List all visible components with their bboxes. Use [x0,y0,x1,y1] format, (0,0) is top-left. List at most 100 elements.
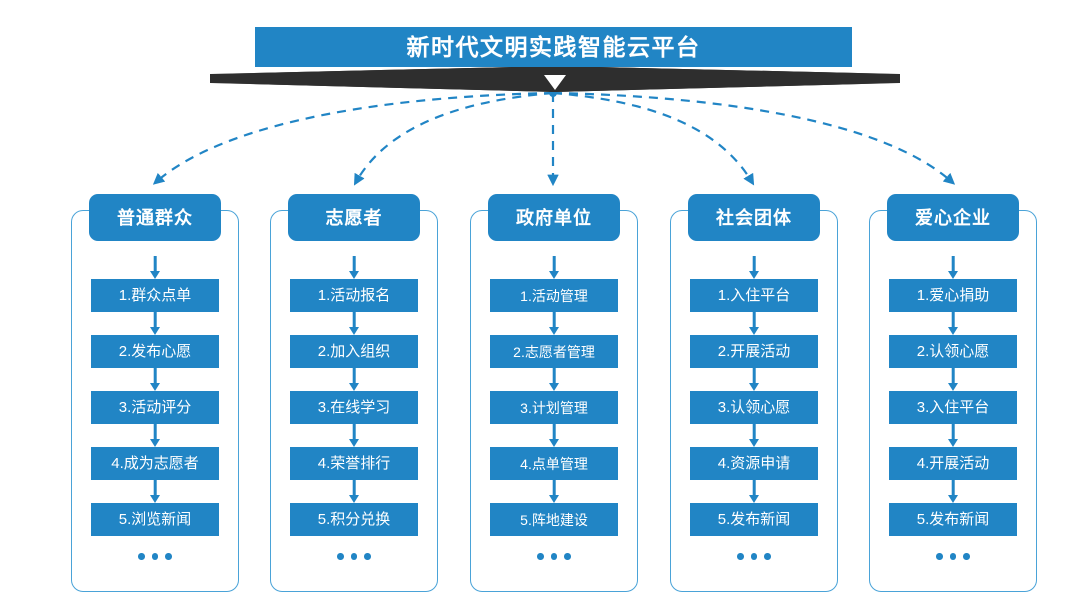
step-box[interactable]: 3.认领心愿 [690,391,818,424]
step-label: 4.开展活动 [916,455,990,472]
flow-arrow-icon [748,368,761,391]
step-label: 2.发布心愿 [118,343,192,360]
step-box[interactable]: 4.资源申请 [690,447,818,480]
step-box[interactable]: 3.入住平台 [889,391,1017,424]
step-box[interactable]: 1.活动管理 [490,279,618,312]
column-header-1[interactable]: 普通群众 [89,194,221,241]
step-label: 3.认领心愿 [717,399,791,416]
flow-arrow-icon [548,480,561,503]
step-box[interactable]: 2.加入组织 [290,335,418,368]
more-items-ellipsis [138,553,172,560]
step-box[interactable]: 3.计划管理 [490,391,618,424]
role-column-社会团体[interactable]: 社会团体 1.入住平台 2.开展活动 3.认领心愿 4.资源申请 5.发布新闻 [670,194,838,592]
column-header-4[interactable]: 社会团体 [688,194,820,241]
connector-to-column-1 [152,91,554,185]
flow-arrow-icon [748,424,761,447]
flow-arrow-icon [348,480,361,503]
more-items-ellipsis [737,553,771,560]
connector-to-column-4 [552,91,755,186]
step-box[interactable]: 3.在线学习 [290,391,418,424]
column-header-3[interactable]: 政府单位 [488,194,620,241]
step-box[interactable]: 2.志愿者管理 [490,335,618,368]
banner-shadow-shape [210,66,900,92]
page-title: 新时代文明实践智能云平台 [406,33,701,60]
flow-arrow-icon [149,368,162,391]
chevron-down-icon [544,75,566,90]
step-label: 5.积分兑换 [317,511,391,528]
step-label: 4.资源申请 [717,455,791,472]
step-box[interactable]: 5.积分兑换 [290,503,418,536]
column-body-4: 1.入住平台 2.开展活动 3.认领心愿 4.资源申请 5.发布新闻 [671,256,837,560]
flow-arrow-icon [149,424,162,447]
step-label: 5.阵地建设 [520,511,588,528]
step-box[interactable]: 2.开展活动 [690,335,818,368]
more-items-ellipsis [337,553,371,560]
step-box[interactable]: 5.发布新闻 [889,503,1017,536]
column-header-label: 普通群众 [117,207,193,228]
step-label: 2.认领心愿 [916,343,990,360]
step-box[interactable]: 1.群众点单 [91,279,219,312]
connector-to-column-5 [552,91,956,185]
platform-title-banner: 新时代文明实践智能云平台 [255,27,852,67]
flow-arrow-icon [348,312,361,335]
step-label: 5.浏览新闻 [118,511,192,528]
flow-arrow-icon [947,424,960,447]
role-column-政府单位[interactable]: 政府单位 1.活动管理 2.志愿者管理 3.计划管理 4.点单管理 5.阵地建设 [470,194,638,592]
step-box[interactable]: 3.活动评分 [91,391,219,424]
step-box[interactable]: 1.爱心捐助 [889,279,1017,312]
step-label: 4.点单管理 [520,455,588,472]
step-label: 3.计划管理 [520,399,588,416]
step-box[interactable]: 4.荣誉排行 [290,447,418,480]
step-label: 3.活动评分 [118,399,192,416]
step-box[interactable]: 4.成为志愿者 [91,447,219,480]
step-label: 5.发布新闻 [916,511,990,528]
step-label: 1.活动报名 [317,287,391,304]
flow-arrow-icon [947,256,960,279]
step-label: 2.开展活动 [717,343,791,360]
column-header-5[interactable]: 爱心企业 [887,194,1019,241]
step-box[interactable]: 1.入住平台 [690,279,818,312]
role-column-志愿者[interactable]: 志愿者 1.活动报名 2.加入组织 3.在线学习 4.荣誉排行 5.积分兑换 [270,194,438,592]
column-body-3: 1.活动管理 2.志愿者管理 3.计划管理 4.点单管理 5.阵地建设 [471,256,637,560]
step-label: 1.群众点单 [118,287,192,304]
connector-hub [549,89,557,97]
flow-arrow-icon [748,256,761,279]
step-label: 2.志愿者管理 [513,343,595,360]
column-header-label: 志愿者 [325,207,383,228]
step-box[interactable]: 5.浏览新闻 [91,503,219,536]
step-label: 5.发布新闻 [717,511,791,528]
flow-arrow-icon [748,312,761,335]
step-label: 1.爱心捐助 [916,287,990,304]
column-body-5: 1.爱心捐助 2.认领心愿 3.入住平台 4.开展活动 5.发布新闻 [870,256,1036,560]
flow-arrow-icon [947,480,960,503]
step-box[interactable]: 2.认领心愿 [889,335,1017,368]
step-label: 1.入住平台 [717,287,791,304]
step-box[interactable]: 5.阵地建设 [490,503,618,536]
flow-arrow-icon [548,368,561,391]
step-box[interactable]: 1.活动报名 [290,279,418,312]
column-header-label: 爱心企业 [915,207,991,228]
step-label: 1.活动管理 [520,287,588,304]
flow-arrow-icon [149,312,162,335]
more-items-ellipsis [537,553,571,560]
flow-arrow-icon [348,368,361,391]
step-box[interactable]: 4.点单管理 [490,447,618,480]
flow-arrow-icon [348,424,361,447]
step-label: 4.成为志愿者 [111,455,199,472]
step-label: 2.加入组织 [317,343,391,360]
flow-arrow-icon [548,424,561,447]
column-header-2[interactable]: 志愿者 [288,194,420,241]
flow-arrow-icon [947,312,960,335]
role-column-爱心企业[interactable]: 爱心企业 1.爱心捐助 2.认领心愿 3.入住平台 4.开展活动 5.发布新闻 [869,194,1037,592]
role-columns: 普通群众 1.群众点单 2.发布心愿 3.活动评分 4.成为志愿者 5.浏览新闻… [0,194,1080,600]
step-label: 4.荣誉排行 [317,455,391,472]
column-body-2: 1.活动报名 2.加入组织 3.在线学习 4.荣誉排行 5.积分兑换 [271,256,437,560]
step-box[interactable]: 2.发布心愿 [91,335,219,368]
column-header-label: 社会团体 [716,207,792,228]
step-box[interactable]: 5.发布新闻 [690,503,818,536]
role-column-普通群众[interactable]: 普通群众 1.群众点单 2.发布心愿 3.活动评分 4.成为志愿者 5.浏览新闻 [71,194,239,592]
step-box[interactable]: 4.开展活动 [889,447,1017,480]
flow-arrow-icon [548,312,561,335]
flow-arrow-icon [548,256,561,279]
